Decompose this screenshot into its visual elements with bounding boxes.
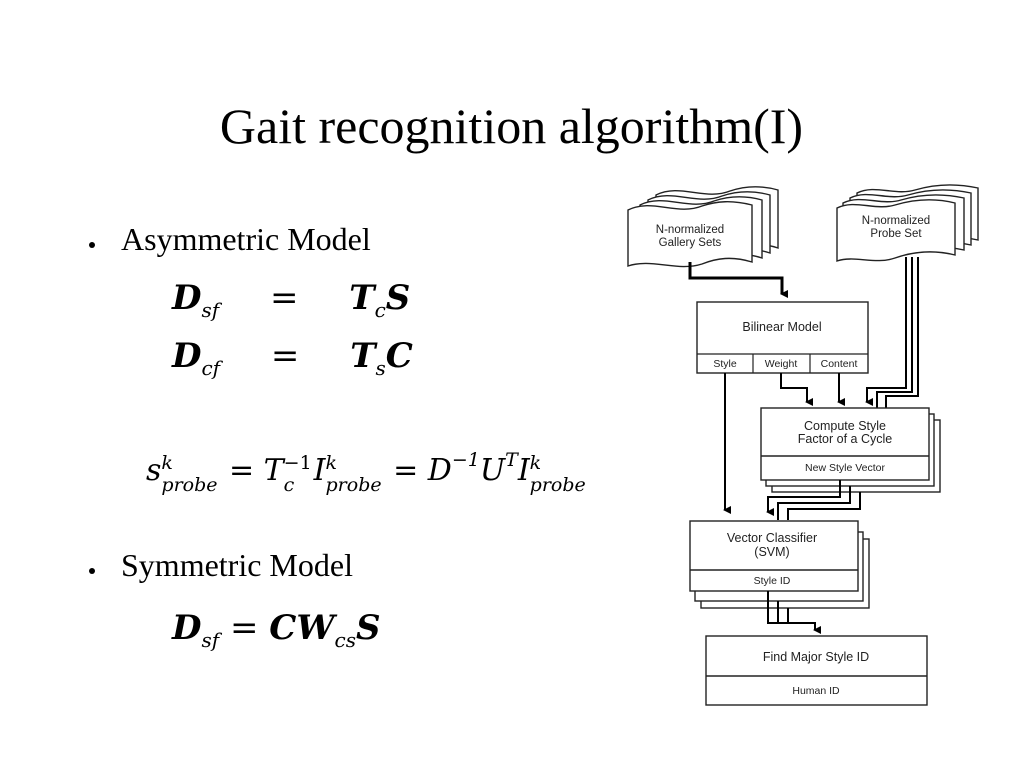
- equation-symmetric: Dsf = CWcsS: [172, 608, 381, 652]
- bullet-label: Asymmetric Model: [121, 221, 371, 257]
- equation-dsf: Dsf = TcS: [172, 278, 411, 322]
- probe-style-equation: s k probe = T −1 c I k probe = D−1UTI k …: [146, 449, 586, 496]
- bilinear-model-title: Bilinear Model: [742, 320, 821, 334]
- gallery-sets-document-stack: [627, 186, 779, 268]
- gallery-label-line2: Gallery Sets: [659, 237, 722, 249]
- slide-title: Gait recognition algorithm(I): [219, 98, 804, 154]
- find-major-style-box: [705, 635, 928, 706]
- compute-output: New Style Vector: [805, 462, 885, 474]
- classifier-title-line2: (SVM): [754, 545, 789, 559]
- classifier-to-major-connectors: [767, 591, 821, 634]
- port-style: Style: [713, 358, 737, 370]
- probe-label-line2: Probe Set: [870, 228, 922, 240]
- port-weight: Weight: [765, 358, 798, 370]
- equation-dcf: Dcf = TsC: [172, 336, 413, 380]
- bilinear-to-compute-connectors: [780, 257, 919, 408]
- bullet-symmetric-model: Symmetric Model: [89, 546, 353, 584]
- compute-title-line1: Compute Style: [804, 419, 886, 433]
- compute-style-box-stack: [760, 407, 941, 493]
- major-output: Human ID: [792, 685, 840, 697]
- gallery-label-line1: N-normalized: [656, 224, 724, 236]
- bilinear-model-box: [696, 301, 869, 374]
- gallery-to-bilinear-arrow: [688, 262, 788, 298]
- classifier-title-line1: Vector Classifier: [727, 531, 817, 545]
- probe-label-line1: N-normalized: [862, 215, 930, 227]
- classifier-output: Style ID: [754, 575, 791, 587]
- bullet-label: Symmetric Model: [121, 547, 353, 583]
- compute-title-line2: Factor of a Cycle: [798, 432, 893, 446]
- compute-to-classifier-connectors: [766, 480, 861, 520]
- probe-set-document-stack: [836, 184, 979, 262]
- bullet-dot: [89, 242, 95, 248]
- bullet-asymmetric-model: Asymmetric Model: [89, 220, 371, 258]
- port-content: Content: [821, 358, 858, 370]
- bullet-dot: [89, 568, 95, 574]
- major-title: Find Major Style ID: [763, 650, 869, 664]
